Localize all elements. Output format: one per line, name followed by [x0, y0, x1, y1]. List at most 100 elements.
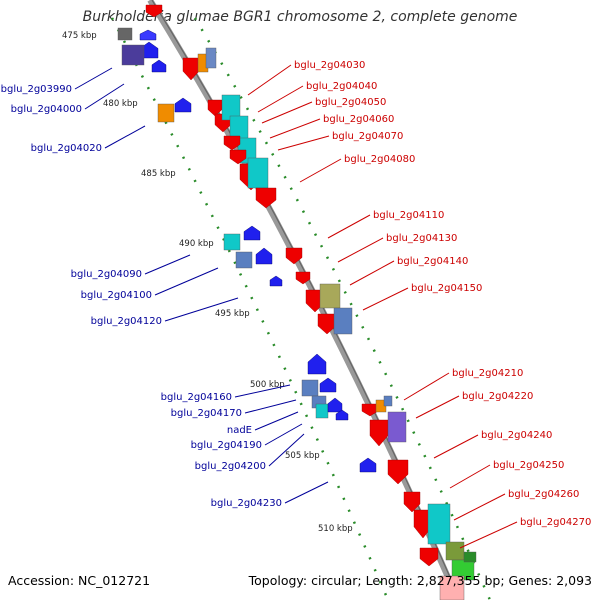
gene-arrow-forward-27	[295, 271, 311, 285]
gene-label-bglu_2g04050[interactable]: bglu_2g04050	[315, 97, 386, 108]
gene-label-bglu_2g04200[interactable]: bglu_2g04200	[195, 461, 266, 472]
gene-label-bglu_2g04160[interactable]: bglu_2g04160	[161, 392, 232, 403]
gene-box-53	[463, 551, 477, 563]
gene-label-bglu_2g04070[interactable]: bglu_2g04070	[332, 131, 403, 142]
leader-line-forward	[277, 135, 330, 151]
gene-box-4	[121, 44, 145, 66]
gene-arrow-reverse-39	[359, 457, 377, 473]
gene-arrow-reverse-34	[319, 377, 337, 393]
leader-line-reverse	[154, 267, 219, 296]
gene-label-bglu_2g04210[interactable]: bglu_2g04210	[452, 368, 523, 379]
leader-line-reverse	[284, 481, 329, 504]
accession-text: Accession: NC_012721	[8, 573, 151, 588]
gene-box-8	[205, 47, 217, 69]
gene-box-0	[117, 27, 133, 41]
gene-label-bglu_2g04170[interactable]: bglu_2g04170	[171, 408, 242, 419]
gene-arrow-reverse-1	[139, 29, 157, 41]
leader-line-forward	[449, 464, 491, 489]
gene-arrow-reverse-22	[243, 225, 261, 241]
gene-arrow-forward-20	[255, 187, 277, 209]
gene-label-bglu_2g04030[interactable]: bglu_2g04030	[294, 60, 365, 71]
gene-arrow-reverse-37	[327, 397, 343, 413]
leader-line-forward	[453, 493, 506, 521]
leader-line-reverse	[164, 297, 239, 322]
gene-label-bglu_2g04130[interactable]: bglu_2g04130	[386, 233, 457, 244]
leader-line-forward	[433, 434, 479, 459]
leader-line-reverse	[244, 399, 297, 414]
leader-line-reverse	[84, 83, 125, 110]
gene-arrow-forward-16	[223, 135, 241, 151]
leader-line-forward	[261, 101, 313, 124]
gene-label-bglu_2g04100[interactable]: bglu_2g04100	[81, 290, 152, 301]
gene-arrow-forward-45	[387, 459, 409, 485]
gene-arrow-forward-49	[419, 547, 439, 567]
gene-label-bglu_2g04000[interactable]: bglu_2g04000	[11, 104, 82, 115]
gene-box-50	[445, 541, 465, 561]
gene-arrow-forward-26	[285, 247, 303, 265]
gene-label-nadE[interactable]: nadE	[227, 425, 252, 436]
leader-line-reverse	[104, 125, 146, 149]
gene-label-bglu_2g04080[interactable]: bglu_2g04080	[344, 154, 415, 165]
leader-line-forward	[327, 214, 371, 239]
map-title: Burkholderia glumae BGR1 chromosome 2, c…	[82, 9, 518, 25]
genome-summary-text: Topology: circular; Length: 2,827,355 bp…	[248, 573, 592, 588]
kbp-tick-label: 505 kbp	[285, 451, 320, 461]
gene-label-bglu_2g04140[interactable]: bglu_2g04140	[397, 256, 468, 267]
kbp-tick-label: 485 kbp	[141, 169, 176, 179]
gene-label-bglu_2g04250[interactable]: bglu_2g04250	[493, 460, 564, 471]
gene-arrow-reverse-10	[174, 97, 192, 113]
gene-arrow-forward-6	[182, 57, 200, 81]
gene-label-bglu_2g04110[interactable]: bglu_2g04110	[373, 210, 444, 221]
leader-line-reverse	[264, 423, 303, 446]
gene-box-31	[333, 307, 353, 335]
gene-box-19	[247, 157, 269, 189]
gene-box-29	[319, 283, 341, 309]
leader-line-forward	[257, 85, 304, 113]
gene-label-bglu_2g04240[interactable]: bglu_2g04240	[481, 430, 552, 441]
gene-label-bglu_2g04220[interactable]: bglu_2g04220	[462, 391, 533, 402]
gene-label-bglu_2g04260[interactable]: bglu_2g04260	[508, 489, 579, 500]
gene-arrow-reverse-38	[335, 409, 349, 421]
gene-label-bglu_2g03990[interactable]: bglu_2g03990	[1, 84, 72, 95]
gene-arrow-reverse-5	[151, 59, 167, 73]
gene-label-bglu_2g04270[interactable]: bglu_2g04270	[520, 517, 591, 528]
gene-arrow-reverse-32	[307, 353, 327, 375]
gene-box-21	[223, 233, 241, 251]
gene-box-9	[157, 103, 175, 123]
gene-label-bglu_2g04090[interactable]: bglu_2g04090	[71, 269, 142, 280]
gene-label-bglu_2g04020[interactable]: bglu_2g04020	[31, 143, 102, 154]
kbp-tick-label: 490 kbp	[179, 239, 214, 249]
leader-line-forward	[403, 372, 450, 401]
gene-label-bglu_2g04190[interactable]: bglu_2g04190	[191, 440, 262, 451]
gene-label-bglu_2g04230[interactable]: bglu_2g04230	[211, 498, 282, 509]
leader-line-reverse	[234, 384, 291, 398]
leader-line-forward	[269, 118, 321, 139]
leader-line-reverse	[144, 254, 191, 275]
leader-line-reverse	[74, 67, 113, 90]
gene-label-bglu_2g04040[interactable]: bglu_2g04040	[306, 81, 377, 92]
leader-line-forward	[459, 521, 518, 549]
gene-box-33	[301, 379, 319, 397]
gene-arrow-reverse-24	[255, 247, 273, 265]
leader-line-forward	[349, 260, 395, 286]
kbp-tick-label: 480 kbp	[103, 99, 138, 109]
gene-arrow-forward-46	[403, 491, 421, 513]
leader-line-reverse	[254, 411, 299, 431]
kbp-tick-label: 500 kbp	[250, 380, 285, 390]
gene-label-bglu_2g04150[interactable]: bglu_2g04150	[411, 283, 482, 294]
gene-arrow-forward-17	[229, 149, 247, 165]
gene-arrow-forward-2	[145, 4, 163, 18]
gene-box-36	[315, 403, 329, 419]
leader-line-forward	[299, 158, 342, 183]
leader-line-forward	[337, 237, 384, 263]
gene-label-bglu_2g04060[interactable]: bglu_2g04060	[323, 114, 394, 125]
gene-arrow-reverse-25	[269, 275, 283, 287]
gene-box-52	[439, 575, 465, 600]
gene-label-bglu_2g04120[interactable]: bglu_2g04120	[91, 316, 162, 327]
gene-box-44	[387, 411, 407, 443]
gene-box-48	[427, 503, 451, 545]
gene-arrow-forward-11	[207, 99, 223, 117]
leader-line-forward	[362, 287, 409, 311]
